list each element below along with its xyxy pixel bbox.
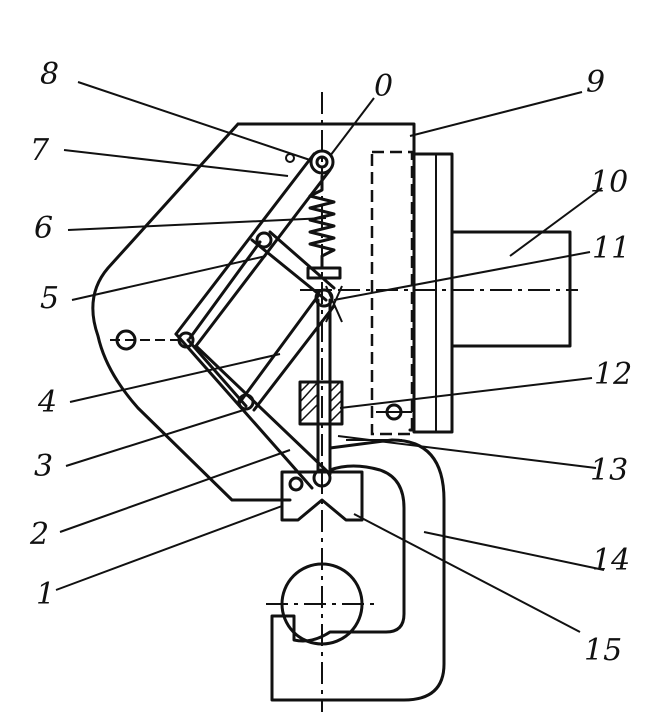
guide-block <box>298 380 344 426</box>
label-2: 2 <box>29 517 49 552</box>
label-11: 11 <box>592 231 630 266</box>
spring-seat <box>306 266 342 280</box>
side-plate <box>412 152 454 434</box>
pivot-0 <box>309 149 335 175</box>
label-4: 4 <box>37 385 57 420</box>
push-rod <box>316 298 332 472</box>
link-upper-outer <box>174 152 332 348</box>
pivot-upper-left <box>255 231 273 249</box>
housing-slot-dashed <box>370 150 414 436</box>
link-inner-lower <box>238 294 336 412</box>
label-8: 8 <box>40 57 59 92</box>
pivot-left <box>177 331 195 349</box>
leader-lines <box>55 81 605 633</box>
pivot-0-inner <box>315 155 329 169</box>
label-1: 1 <box>36 577 55 612</box>
c-bracket <box>270 438 446 702</box>
label-14: 14 <box>592 543 630 578</box>
label-15: 15 <box>584 633 622 668</box>
jaw-block <box>280 470 364 522</box>
label-0: 0 <box>374 69 393 104</box>
spring <box>308 174 336 270</box>
label-13: 13 <box>590 453 628 488</box>
label-12: 12 <box>594 357 632 392</box>
label-9: 9 <box>586 65 605 100</box>
jaw-pin <box>288 476 304 492</box>
label-10: 10 <box>590 165 628 200</box>
label-6: 6 <box>34 211 53 246</box>
label-5: 5 <box>40 281 59 316</box>
pivot-bottom <box>312 468 332 488</box>
guide-block-hatch <box>299 381 343 423</box>
label-7: 7 <box>30 133 50 168</box>
link-inner-left <box>186 240 262 408</box>
label-3: 3 <box>34 449 53 484</box>
